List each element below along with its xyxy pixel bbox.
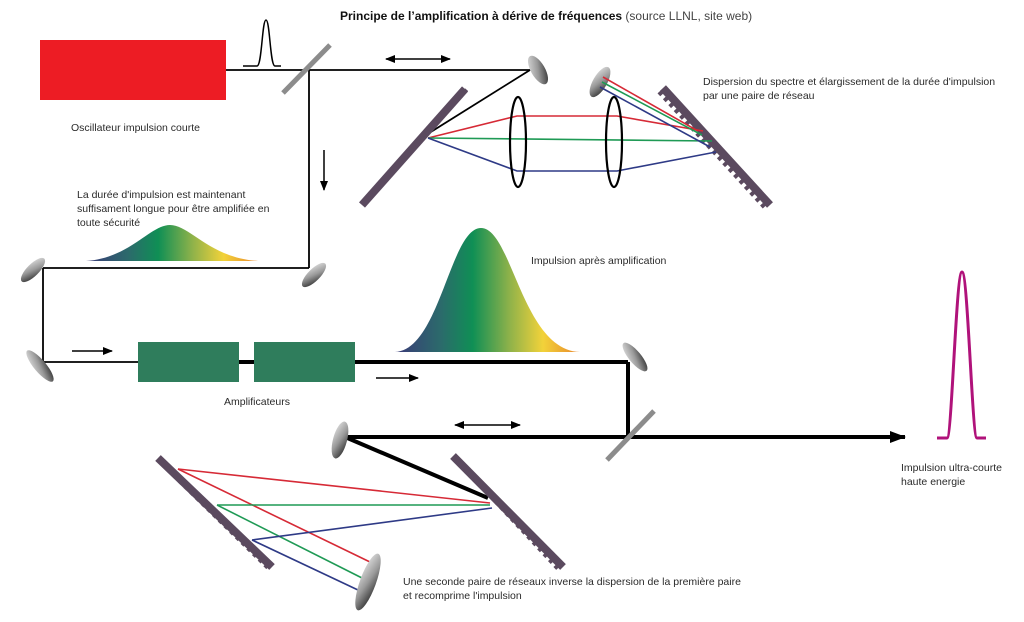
lens-1 xyxy=(508,95,528,189)
beam-splitter-bottom xyxy=(605,409,656,462)
output-pulse-icon xyxy=(937,270,986,440)
mirror-stretcher-1 xyxy=(527,55,549,85)
beam-path-stretcher xyxy=(42,69,531,363)
lens-2 xyxy=(604,95,624,189)
stretcher-rays xyxy=(427,76,717,172)
label-dispersion: Dispersion du spectre et élargissement d… xyxy=(703,76,996,102)
amplifier-1 xyxy=(138,342,239,382)
label-compressor: Une seconde paire de réseaux inverse la … xyxy=(403,576,741,602)
mirror-left-2 xyxy=(26,350,54,382)
label-stretched: La durée d'impulsion est maintenant suff… xyxy=(77,189,270,229)
label-amplifiers: Amplificateurs xyxy=(224,396,290,408)
input-pulse-icon xyxy=(243,19,281,67)
grating-compressor-right xyxy=(450,453,566,572)
mirror-right-2 xyxy=(622,342,648,372)
title-main: Principe de l’amplification à dérive de … xyxy=(340,9,623,23)
beam-path-amplified xyxy=(239,360,906,500)
grating-stretcher-right xyxy=(657,85,773,210)
label-output: Impulsion ultra-courte haute energie xyxy=(901,462,1002,488)
oscillator-box xyxy=(40,40,226,100)
mirror-compressor-2 xyxy=(355,553,381,611)
title-source: (source LLNL, site web) xyxy=(622,9,753,23)
amplifier-2 xyxy=(254,342,355,382)
label-amplified: Impulsion après amplification xyxy=(531,255,667,267)
grating-stretcher-left xyxy=(359,85,471,208)
amplified-pulse-icon xyxy=(395,228,580,352)
grating-compressor-left xyxy=(155,455,275,570)
mirror-right-1 xyxy=(301,262,327,288)
compressor-rays xyxy=(177,468,493,591)
label-oscillator: Oscillateur impulsion courte xyxy=(71,122,200,134)
mirror-stretcher-2 xyxy=(589,66,611,98)
beam-splitter-top xyxy=(281,43,332,95)
mirror-left-1 xyxy=(20,257,46,283)
mirror-compressor-1 xyxy=(331,421,349,459)
stretched-pulse-icon xyxy=(86,225,258,261)
diagram-title: Principe de l’amplification à dérive de … xyxy=(340,9,752,23)
